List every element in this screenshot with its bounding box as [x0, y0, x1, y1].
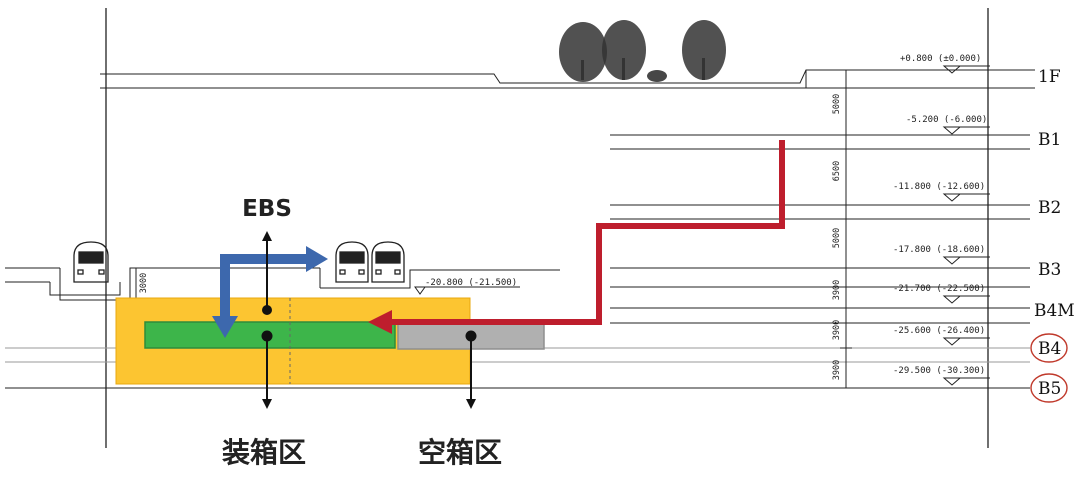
platform-elevation-triangle: [414, 286, 426, 295]
red-flow-arrow: [392, 140, 785, 325]
dim-label: 3900: [832, 280, 842, 300]
blue-ebs-arrow: [220, 254, 306, 318]
dimension-labels: 5000 6500 5000 3900 3900 3900: [832, 94, 842, 380]
train-icon: [371, 241, 405, 283]
leader-ebs: [262, 231, 272, 315]
circle-mark: [1030, 373, 1068, 403]
red-arrow-head: [368, 310, 392, 334]
train-icon: [335, 241, 369, 283]
elevation-marker-b3: -17.800 (-18.600) B3: [893, 245, 1061, 280]
leader-loaded: [261, 330, 273, 409]
elevation-marker-b4: -25.600 (-26.400) B4: [893, 326, 1068, 363]
tree-icons: [559, 20, 726, 82]
platform-elevation: -20.800 (-21.500): [425, 278, 517, 288]
blue-arrow-head-right: [306, 246, 328, 272]
elevation-label: -5.200 (-6.000): [906, 115, 987, 125]
leader-empty: [465, 330, 477, 409]
ebs-label: EBS: [242, 196, 292, 222]
elevation-label: -17.800 (-18.600): [893, 245, 985, 255]
dim-label: 6500: [832, 161, 842, 181]
dim-label: 3900: [832, 320, 842, 340]
train-icon: [73, 241, 109, 283]
level-label: B5: [1038, 379, 1061, 399]
elevation-marker-1f: +0.800 (±0.000) 1F: [900, 54, 1061, 87]
dimension-chain: [840, 69, 852, 389]
level-label: B1: [1038, 130, 1061, 150]
loaded-zone-label: 装箱区: [222, 436, 306, 469]
circle-mark: [1030, 333, 1068, 363]
elevation-label: -29.500 (-30.300): [893, 366, 985, 376]
elevation-marker-b2: -11.800 (-12.600) B2: [893, 182, 1061, 218]
dim-label: 5000: [832, 94, 842, 114]
empty-zone-label: 空箱区: [418, 436, 502, 469]
platform-dimension: 3000: [139, 273, 149, 293]
elevation-label: -11.800 (-12.600): [893, 182, 985, 192]
elevation-marker-b4m: -21.700 (-22.500) B4M: [893, 284, 1075, 321]
level-label: B2: [1038, 198, 1061, 218]
level-label: B3: [1038, 260, 1061, 280]
level-label: 1F: [1038, 67, 1061, 87]
level-label: B4M: [1034, 301, 1075, 321]
elevation-label: -25.600 (-26.400): [893, 326, 985, 336]
elevation-label: +0.800 (±0.000): [900, 54, 981, 64]
elevation-marker-b5: -29.500 (-30.300) B5: [893, 366, 1068, 403]
elevation-marker-b1: -5.200 (-6.000) B1: [906, 115, 1061, 150]
dim-label: 5000: [832, 228, 842, 248]
elevation-label: -21.700 (-22.500): [893, 284, 985, 294]
dim-label: 3900: [832, 360, 842, 380]
blue-arrow-head-down: [212, 316, 238, 338]
level-label: B4: [1038, 339, 1061, 359]
